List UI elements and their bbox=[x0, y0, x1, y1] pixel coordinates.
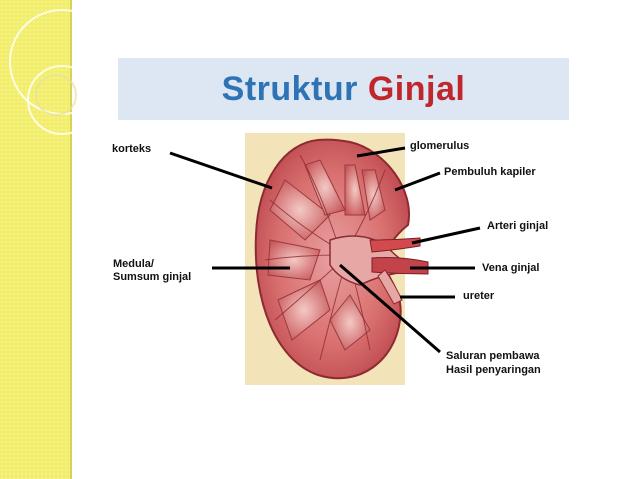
ureter-tube bbox=[377, 269, 403, 305]
label-medula-line1: Medula/ bbox=[113, 258, 154, 270]
renal-artery bbox=[369, 237, 421, 253]
title-word-struktur: Struktur bbox=[221, 70, 358, 108]
label-saluran-line2: Hasil penyaringan bbox=[446, 364, 541, 376]
side-band-edge bbox=[70, 0, 72, 479]
pointer-pembuluh-kapiler bbox=[394, 171, 441, 192]
label-medula-line2: Sumsum ginjal bbox=[113, 271, 192, 283]
label-vena-ginjal: Vena ginjal bbox=[482, 262, 540, 274]
medulla-pyramids bbox=[267, 159, 386, 351]
pointer-glomerulus bbox=[356, 146, 406, 158]
pointer-saluran bbox=[339, 263, 441, 354]
label-ureter: ureter bbox=[463, 290, 495, 302]
label-korteks: korteks bbox=[112, 143, 152, 155]
pointer-arteri-ginjal bbox=[411, 226, 481, 245]
pointer-korteks bbox=[169, 151, 273, 190]
label-glomerulus: glomerulus bbox=[410, 140, 470, 152]
page-title: Struktur Ginjal bbox=[118, 70, 569, 109]
label-saluran-line1: Saluran pembawa bbox=[446, 350, 540, 362]
label-arteri-ginjal: Arteri ginjal bbox=[487, 220, 549, 232]
title-bar bbox=[118, 58, 569, 120]
title-word-ginjal: Ginjal bbox=[367, 70, 466, 108]
label-pembuluh-kapiler: Pembuluh kapiler bbox=[444, 166, 536, 178]
